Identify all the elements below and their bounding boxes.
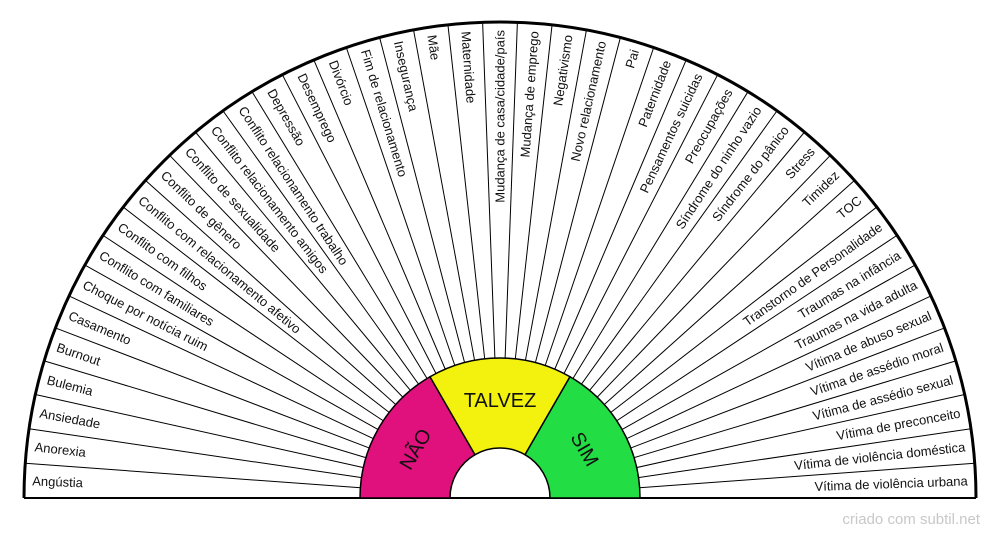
sector-divider [482, 22, 496, 361]
center-label: TALVEZ [464, 390, 537, 412]
sector-divider [637, 462, 975, 489]
center-wedge [359, 375, 477, 499]
sector-divider [562, 74, 719, 376]
sector-divider [68, 295, 376, 440]
sector-divider [44, 360, 368, 459]
sector-divider [534, 37, 621, 365]
sector-divider [222, 110, 421, 387]
sector-divider [544, 47, 655, 368]
sector-dividers [25, 22, 975, 489]
sector-divider [602, 179, 855, 407]
sector-divider [620, 264, 916, 431]
item-label: Insegurança [391, 40, 421, 114]
item-label: Angústia [32, 473, 84, 490]
center-wedge [523, 375, 641, 499]
sector-divider [102, 234, 386, 423]
sector-divider [55, 327, 372, 450]
sector-divider [35, 394, 366, 469]
sector-divider [145, 179, 398, 407]
sector-divider [122, 206, 392, 415]
sector-divider [608, 206, 878, 415]
sector-divider [251, 91, 429, 381]
item-label: Pai [622, 48, 642, 70]
sector-divider [553, 59, 687, 372]
item-label: Bulemia [45, 372, 95, 399]
sector-divider [587, 131, 805, 393]
sector-divider [634, 394, 965, 469]
item-label: Mudança de emprego [517, 31, 541, 158]
item-label: Vítima de violência urbana [814, 473, 968, 494]
item-label: Negativismo [550, 34, 575, 107]
sector-divider [281, 74, 438, 376]
item-label: Novo relacionamento [568, 40, 609, 163]
center-response-wedges [359, 357, 641, 499]
sector-divider [28, 428, 364, 479]
sector-divider [195, 131, 413, 393]
sector-divider [313, 59, 447, 372]
item-label: Burnout [55, 340, 103, 369]
sector-divider [614, 234, 898, 423]
sector-divider [504, 22, 518, 361]
sector-divider [413, 29, 476, 363]
credit-text: criado com subtil.net [842, 511, 980, 528]
sector-divider [84, 264, 380, 431]
sector-divider [379, 37, 466, 365]
sector-divider [595, 154, 831, 400]
sector-divider [514, 24, 553, 361]
item-label: Vítima de violência doméstica [793, 439, 966, 473]
item-label: Ansiedade [38, 406, 101, 432]
sector-divider [447, 24, 486, 361]
sector-divider [624, 295, 932, 440]
sector-divider [636, 428, 972, 479]
sector-divider [345, 47, 456, 368]
item-label: Paternidade [635, 58, 674, 129]
item-label: Mudança de casa/cidade/país [493, 30, 508, 203]
center-wedge [428, 357, 572, 456]
outer-arc [22, 20, 978, 499]
sector-divider [25, 462, 363, 489]
item-label: Mãe [424, 34, 443, 61]
sector-divider [571, 91, 749, 381]
item-label: Anorexia [34, 439, 87, 460]
item-label: Timidez [799, 168, 842, 210]
item-label: Casamento [66, 308, 133, 348]
item-label: Maternidade [458, 31, 478, 104]
sector-divider [579, 110, 778, 387]
sector-divider [169, 154, 405, 400]
sector-divider [524, 29, 587, 363]
item-label: Stress [782, 144, 818, 182]
item-label: TOC [834, 193, 865, 222]
sector-divider [632, 360, 956, 459]
sector-divider [628, 327, 945, 450]
